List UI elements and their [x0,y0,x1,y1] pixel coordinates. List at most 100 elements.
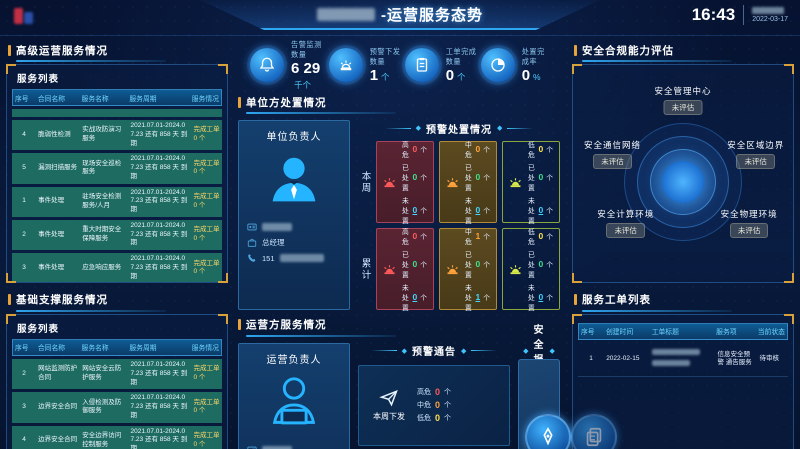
service-list-title: 服务列表 [17,323,60,335]
siren-icon [381,261,398,278]
page-title: -运营服务态势 [381,6,483,24]
warning-handling-title: ◆ 预警处置情况 ◆ [358,120,560,136]
clipboard-icon [404,48,439,82]
phone-icon [247,253,257,263]
left-column: 高级运营服务情况 服务列表 序号 合同名称 服务名称 服务周期 服务情况 4 脆… [6,39,228,449]
work-order-panel: 序号 创建时间 工单标题 服务项 当前状态 1 2022-02-15 信息安全预… [572,313,794,449]
unit-handling-panel: 单位负责人 总经理 [236,116,564,312]
accent-bar [574,294,577,306]
table-row: 1 事件处理 驻场安全检测服务/人月 2021.07.01-2024.07.23… [12,186,222,217]
top-header: -运营服务态势 16:43 2022-03-17 [0,0,800,36]
briefcase-icon [247,238,257,248]
section-underline [582,309,732,312]
accent-bar [8,44,11,56]
accent-bar [238,319,241,331]
siren-icon [444,174,461,191]
redacted-phone [279,254,324,262]
diamond-icon: ◆ [415,125,421,132]
siren-icon [444,261,461,278]
title-banner: -运营服务态势 [200,0,600,30]
advanced-service-panel: 服务列表 序号 合同名称 服务名称 服务周期 服务情况 4 脆弱性检测 实战攻防… [6,64,228,283]
security-report-panel: 周报 0个 月报 0个 [518,358,617,449]
accent-bar [574,44,577,56]
siren-icon [507,174,524,191]
siren-icon [381,174,398,191]
compliance-radar: 安全管理中心 未评估 安全通信网络 未评估 安全区域边界 未评估 安全计算环境 … [573,65,793,282]
operator-leader-card: 运营负责人 运营分析师 [238,342,350,449]
person-icon [263,149,325,211]
stat-handle-rate: 处置完成率 0% [480,47,550,83]
table-header: 序号 创建时间 工单标题 服务项 当前状态 [578,322,788,340]
person-name-row [247,222,341,232]
redacted-name [262,445,292,449]
section-underline [16,309,166,312]
diamond-icon: ◆ [523,347,529,355]
status-badge: 未评估 [593,153,632,169]
section-unit-handling: 单位方处置情况 [238,93,564,111]
table-row-partial [12,109,222,117]
node-computing-env: 安全计算环境 未评估 [597,208,654,239]
clock-divider [743,5,745,25]
person-laptop-icon [263,372,325,434]
diamond-icon: ◆ [401,347,407,355]
diamond-icon: ◆ [497,125,503,132]
diamond-icon: ◆ [461,347,467,355]
diamond-icon: ◆ [549,347,555,355]
table-row: 1 2022-02-15 信息安全预警 通告服务 待审核 [578,343,788,377]
security-report-title: ◆ 安全报告 ◆ [518,324,560,381]
paper-plane-icon [379,388,399,408]
pen-icon [525,413,571,449]
person-name-row [247,445,341,449]
table-row: 3 边界安全合同 入侵检测及防御服务 2021.07.01-2024.07.23… [12,392,222,423]
siren-icon [507,261,524,278]
id-card-icon [247,222,257,232]
app-logo [14,8,33,24]
weekly-report-item: 周报 0个 [525,413,571,449]
node-comm-network: 安全通信网络 未评估 [584,139,641,169]
table-row: 2 网站监测防护合同 网站安全云防护服务 2021.07.01-2024.07.… [12,358,222,390]
accent-bar [238,96,241,108]
section-underline [246,334,396,337]
accent-bar [8,294,11,306]
section-advanced-services: 高级运营服务情况 [8,41,228,59]
clock-area: 16:43 2022-03-17 [692,5,788,25]
redacted-title-prefix [317,7,375,21]
compliance-eval-panel: 安全管理中心 未评估 安全通信网络 未评估 安全区域边界 未评估 安全计算环境 … [572,64,794,283]
basic-service-table[interactable]: 序号 合同名称 服务名称 服务周期 服务情况 2 网站监测防护合同 网站安全云防… [7,338,227,449]
table-header: 序号 合同名称 服务名称 服务周期 服务情况 [12,338,222,356]
status-badge: 未评估 [663,99,703,115]
unit-leader-card: 单位负责人 总经理 [238,120,350,310]
section-compliance-eval: 安全合规能力评估 [574,41,794,59]
table-row: 3 事件处理 应急响应服务 2021.07.01-2024.07.23 还有 8… [12,253,222,282]
section-work-orders: 服务工单列表 [574,291,794,309]
node-area-boundary: 安全区域边界 未评估 [727,139,784,169]
table-row: 5 漏洞扫描服务 现场安全巡检服务 2021.07.01-2024.07.23 … [12,153,222,184]
work-order-table[interactable]: 序号 创建时间 工单标题 服务项 当前状态 1 2022-02-15 信息安全预… [573,315,793,449]
section-underline [246,112,396,114]
stat-alert-monitor: 告警监测数量 6 29千个 [250,40,329,91]
status-badge: 未评估 [606,223,645,239]
security-report-area: ◆ 安全报告 ◆ 周报 0个 月报 0个 [518,324,617,449]
redacted-order-title [649,348,714,371]
redacted-weekday [752,7,785,14]
warning-notice-title: ◆ 预警通告 ◆ [358,343,510,359]
radar-core [662,161,704,204]
pie-icon [480,48,515,82]
bell-icon [250,48,284,82]
advanced-service-table[interactable]: 序号 合同名称 服务名称 服务周期 服务情况 4 脆弱性检测 实战攻防演习服务 … [7,89,227,282]
status-badge: 未评估 [736,153,775,169]
node-management-center: 安全管理中心 未评估 [654,85,711,115]
table-row: 2 事件处理 重大时期安全保障服务 2021.07.01-2024.07.23 … [12,219,222,251]
siren-icon [328,48,363,82]
